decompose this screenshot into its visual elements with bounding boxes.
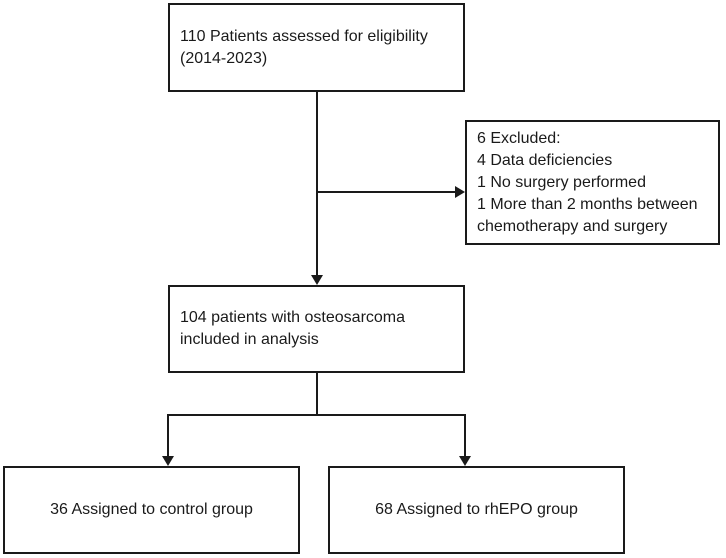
arrowhead-into-excluded-icon [455,186,465,198]
analysis-text-line: 104 patients with osteosarcoma [180,309,406,326]
arrowhead-into-rhepo-icon [459,456,471,466]
excluded-text-line: 6 Excluded: [477,129,561,147]
excluded-text-line: 1 No surgery performed [477,173,646,191]
excluded-text-line: 1 More than 2 months between [477,195,698,213]
control-group-text-line: 36 Assigned to control group [50,501,253,518]
arrowhead-into-analysis-icon [311,275,323,285]
connector-split-bar [167,414,466,416]
excluded-text-line: chemotherapy and surgery [477,217,668,235]
excluded-text-line: 4 Data deficiencies [477,151,613,169]
eligibility-box: 110 Patients assessed for eligibility (2… [168,3,465,92]
excluded-box: 6 Excluded: 4 Data deficiencies 1 No sur… [465,120,720,245]
connector-drop-to-rhepo [464,414,466,458]
rhepo-group-box: 68 Assigned to rhEPO group [328,466,625,554]
control-group-box: 36 Assigned to control group [3,466,300,554]
connector-branch-to-excluded [316,191,456,193]
rhepo-group-text-line: 68 Assigned to rhEPO group [375,501,578,518]
connector-eligibility-to-analysis [316,92,318,277]
eligibility-text-line: 110 Patients assessed for eligibility [180,27,428,45]
eligibility-text-line: (2014-2023) [180,49,268,67]
analysis-box: 104 patients with osteosarcoma included … [168,285,465,373]
connector-drop-to-control [167,414,169,458]
analysis-text-line: included in analysis [180,331,319,348]
arrowhead-into-control-icon [162,456,174,466]
connector-analysis-stem [316,373,318,416]
